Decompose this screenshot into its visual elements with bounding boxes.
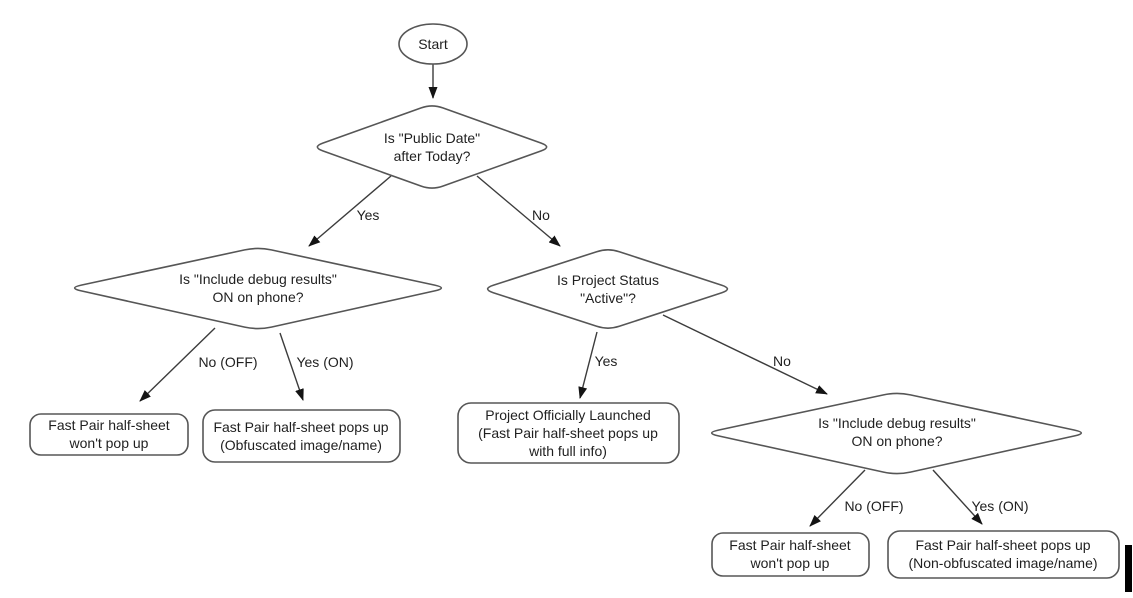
edge-label-public-date-no: No [532,207,550,223]
outcome-launched-label: Project Officially Launched (Fast Pair h… [478,407,658,459]
edge-label-debug-right-no: No (OFF) [844,498,904,514]
edge-label-debug-left-yes: Yes (ON) [296,354,354,370]
outcome-obfuscated-shape [202,409,401,463]
edge-label-project-status-yes: Yes [594,353,618,369]
flow-edges [139,64,983,527]
edge-debug-left-no [139,327,216,402]
decision-debug-left-shape [73,247,443,330]
edge-debug-right-no [809,469,866,527]
outcome-launched-shape [457,402,680,464]
edge-label-debug-left-no: No (OFF) [198,354,258,370]
outcome-no-popup-right-label: Fast Pair half-sheet won't pop up [729,537,851,571]
edge-label-project-status-no: No [773,353,791,369]
outcome-no-popup-left-shape [29,413,189,456]
outcome-non-obfuscated-shape [887,530,1120,579]
edge-public-date-no [476,175,561,247]
text-cursor-artifact [1125,545,1132,592]
start-node-shape [398,23,468,65]
decision-project-status-shape [486,249,729,329]
start-node-label: Start [418,36,448,52]
decision-debug-right-shape [710,392,1083,475]
decision-public-date-shape [316,105,548,189]
edge-project-status-no [662,314,828,395]
edge-label-public-date-yes: Yes [356,207,380,223]
edge-label-debug-right-yes: Yes (ON) [971,498,1029,514]
outcome-no-popup-right-shape [711,532,870,577]
edge-debug-left-yes [279,332,304,401]
outcome-non-obfuscated-label: Fast Pair half-sheet pops up (Non-obfusc… [908,537,1098,571]
edge-public-date-yes [308,175,392,247]
outcome-obfuscated-label: Fast Pair half-sheet pops up (Obfuscated… [213,419,389,453]
flow-nodes [29,23,1120,579]
edge-debug-right-yes [932,469,983,525]
edge-project-status-yes [578,331,598,399]
decision-debug-left-label: Is "Include debug results" ON on phone? [179,271,337,305]
decision-project-status-label: Is Project Status "Active"? [557,272,659,306]
outcome-no-popup-left-label: Fast Pair half-sheet won't pop up [48,417,170,451]
decision-public-date-label: Is "Public Date" after Today? [383,130,481,164]
decision-debug-right-label: Is "Include debug results" ON on phone? [818,415,976,449]
